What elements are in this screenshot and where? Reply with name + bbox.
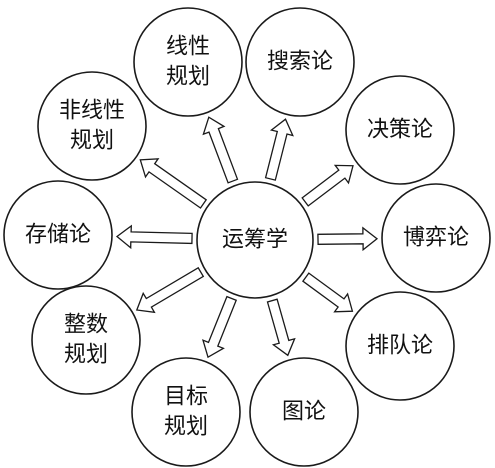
arrow-to-linear-programming-shape (202, 116, 239, 184)
arrow-to-graph-theory (266, 298, 296, 357)
node-linear-programming-circle (133, 7, 243, 117)
node-inventory-theory-circle (3, 180, 113, 290)
node-inventory-theory-label: 存储论 (25, 223, 91, 248)
node-queueing-theory: 排队论 (345, 291, 455, 401)
node-game-theory-circle (381, 183, 491, 293)
node-graph-theory-circle (249, 357, 359, 467)
arrows-layer (115, 116, 379, 359)
arrow-to-game-theory (317, 226, 379, 252)
arrow-to-queueing-theory (301, 272, 354, 313)
arrow-to-integer-programming-shape (135, 266, 205, 314)
arrow-to-game-theory-shape (317, 226, 379, 252)
arrow-to-search-theory-shape (264, 118, 294, 181)
node-goal-programming-circle (131, 357, 241, 467)
node-linear-programming-label: 线性 (166, 35, 210, 60)
node-decision-theory-label: 决策论 (367, 118, 433, 143)
arrow-to-search-theory (264, 118, 294, 181)
node-integer-programming-label: 整数 (64, 313, 108, 338)
arrow-to-goal-programming-shape (201, 295, 238, 359)
node-search-theory-circle (245, 7, 355, 117)
node-graph-theory: 图论 (249, 357, 359, 467)
arrow-to-goal-programming (201, 295, 238, 359)
arrow-to-decision-theory-shape (301, 164, 354, 207)
node-game-theory-label: 博弈论 (403, 226, 469, 251)
node-integer-programming-circle (31, 285, 141, 395)
node-inventory-theory: 存储论 (3, 180, 113, 290)
arrow-to-decision-theory (301, 164, 354, 207)
node-goal-programming-label: 目标 (164, 385, 208, 410)
node-linear-programming-label: 规划 (166, 65, 210, 90)
arrow-to-linear-programming (202, 116, 239, 184)
arrow-to-inventory-theory (115, 224, 193, 250)
arrow-to-nonlinear-programming-shape (139, 158, 208, 209)
node-goal-programming-label: 规划 (164, 415, 208, 440)
node-decision-theory: 决策论 (345, 75, 455, 185)
node-graph-theory-label: 图论 (282, 400, 326, 425)
center-node: 运筹学 (196, 181, 314, 299)
arrow-to-integer-programming (135, 266, 205, 314)
node-decision-theory-circle (345, 75, 455, 185)
arrow-to-nonlinear-programming (139, 158, 208, 209)
node-search-theory-label: 搜索论 (267, 50, 333, 75)
arrow-to-queueing-theory-shape (301, 272, 354, 313)
arrow-to-inventory-theory-shape (115, 224, 193, 250)
node-integer-programming-label: 规划 (64, 343, 108, 368)
node-queueing-theory-label: 排队论 (367, 334, 433, 359)
node-search-theory: 搜索论 (245, 7, 355, 117)
center-node-label: 运筹学 (222, 228, 288, 253)
arrow-to-graph-theory-shape (266, 298, 296, 357)
node-nonlinear-programming-label: 规划 (70, 129, 114, 154)
node-nonlinear-programming-label: 非线性 (59, 99, 125, 124)
node-nonlinear-programming-circle (37, 71, 147, 181)
center-node-circle (196, 181, 314, 299)
node-game-theory: 博弈论 (381, 183, 491, 293)
node-queueing-theory-circle (345, 291, 455, 401)
